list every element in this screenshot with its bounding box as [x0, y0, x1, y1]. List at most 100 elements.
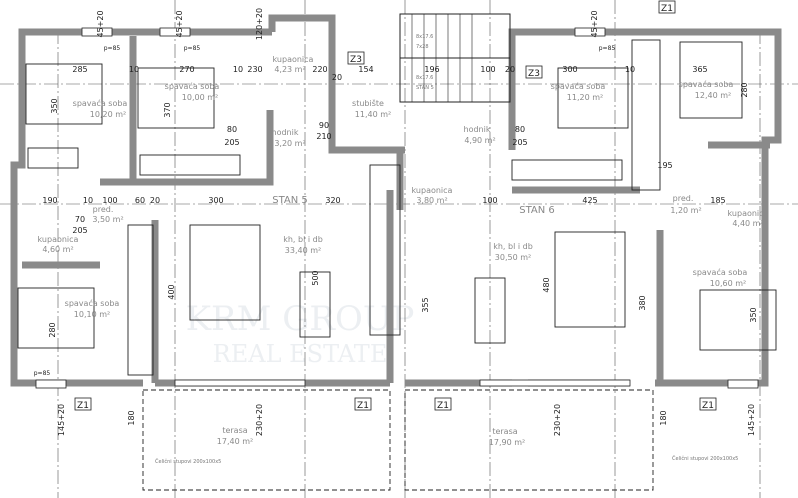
room-name: kupaonica: [728, 209, 769, 218]
room-area: 33,40 m²: [285, 246, 321, 255]
dimension-label: 10: [625, 65, 635, 74]
room-name: spavaća soba: [165, 81, 220, 91]
dimension-label: 45+20: [96, 10, 105, 37]
room-area: 10,60 m²: [710, 279, 746, 288]
section-tag: Z3: [528, 69, 540, 79]
apartment-label-stan-5: STAN 5: [272, 195, 308, 206]
room-area: 10,20 m²: [90, 110, 126, 119]
room-area: 4,23 m²: [274, 65, 305, 74]
dimension-label: 210: [316, 132, 331, 141]
dimension-label: p=85: [184, 45, 201, 52]
section-tag: Z1: [77, 401, 89, 411]
stairwell: [399, 13, 511, 103]
room-labels: spavaća soba 10,20 m² spavaća soba 10,00 m…: [38, 55, 769, 447]
dimension-label: 100: [102, 196, 117, 205]
dimension-label: 145+20: [747, 404, 756, 436]
windows: [35, 27, 759, 389]
dimension-label: p=85: [34, 370, 51, 377]
room-name: pred.: [673, 194, 694, 203]
dimension-label: 350: [749, 307, 758, 322]
room-area: 12,40 m²: [695, 91, 731, 100]
dimension-label: 10: [233, 65, 243, 74]
dimension-label: 120+20: [255, 8, 264, 40]
room-name: spavaća soba: [65, 298, 120, 308]
dimension-label: 205: [72, 226, 87, 235]
section-tag: Z1: [702, 401, 714, 411]
dimension-label: 100: [482, 196, 497, 205]
dimension-label: STAN 5: [416, 85, 434, 91]
dimension-label: 70: [75, 215, 85, 224]
room-name: kupaonica: [273, 55, 314, 64]
dimension-label: 280: [48, 322, 57, 337]
dimension-label: 60: [135, 196, 145, 205]
room-area: 30,50 m²: [495, 253, 531, 262]
room-name: terasa: [222, 426, 247, 435]
steel-columns-note: Čelični stupovi 200x100x5: [155, 458, 221, 465]
dimension-label: 8x17.6: [416, 34, 433, 40]
furniture: [17, 39, 777, 491]
walls: [10, 14, 782, 387]
dimension-labels: 285 10 270 10 230 220 20 154 196 100 20 …: [34, 8, 758, 436]
dimension-label: 480: [542, 277, 551, 292]
dimension-label: 380: [638, 295, 647, 310]
dimension-label: 20: [505, 65, 515, 74]
room-area: 17,90 m²: [489, 438, 525, 447]
dimension-label: 230+20: [553, 404, 562, 436]
room-area: 4,90 m²: [464, 136, 495, 145]
dimension-label: 205: [512, 138, 527, 147]
dimension-label: 300: [562, 65, 577, 74]
dimension-label: 400: [167, 284, 176, 299]
dimension-label: 500: [311, 270, 320, 285]
room-name: kh, bl i db: [493, 242, 533, 251]
room-name: spavaća soba: [693, 267, 748, 277]
room-name: kh, bl i db: [283, 235, 323, 244]
dimension-label: 196: [424, 65, 439, 74]
room-name: kupaonica: [412, 186, 453, 195]
dimension-label: 300: [208, 196, 223, 205]
room-area: 11,20 m²: [567, 93, 603, 102]
dimension-label: 355: [421, 297, 430, 312]
room-name: spavaća soba: [551, 81, 606, 91]
room-area: 3,80 m²: [416, 196, 447, 205]
room-name: hodnik: [272, 128, 299, 137]
dimension-label: 370: [163, 102, 172, 117]
section-tag: Z3: [350, 55, 362, 65]
dimension-label: 180: [659, 410, 668, 425]
dimension-label: 45+20: [590, 10, 599, 37]
room-area: 4,40 m²: [732, 219, 763, 228]
dimension-label: 145+20: [57, 404, 66, 436]
apartment-label-stan-6: STAN 6: [519, 205, 555, 216]
dimension-label: 7x28: [416, 44, 429, 50]
steel-columns-note: Čelični stupovi 200x100x5: [672, 455, 738, 462]
dimension-label: 10: [83, 196, 93, 205]
room-area: 10,00 m²: [182, 93, 218, 102]
dimension-label: 230: [247, 65, 262, 74]
room-name: spavaća soba: [679, 79, 734, 89]
dimension-label: 365: [692, 65, 707, 74]
section-tags: Z1 Z1 Z1 Z1 Z1 Z3 Z3: [74, 0, 717, 411]
dimension-label: 45+20: [175, 10, 184, 37]
room-area: 1,20 m²: [670, 206, 701, 215]
room-area: 10,10 m²: [74, 310, 110, 319]
watermark-sub: REAL ESTATE: [213, 340, 388, 368]
dimension-label: 8x17.6: [416, 75, 433, 81]
room-area: 4,60 m²: [42, 245, 73, 254]
dimension-label: 154: [358, 65, 373, 74]
room-name: spavaća soba: [73, 98, 128, 108]
dimension-label: 10: [129, 65, 139, 74]
room-name: terasa: [492, 427, 517, 436]
dimension-label: 195: [657, 161, 672, 170]
dimension-label: 230+20: [255, 404, 264, 436]
dimension-label: 320: [325, 196, 340, 205]
room-area: 11,40 m²: [355, 110, 391, 119]
dimension-label: 80: [515, 125, 525, 134]
dimension-label: 180: [127, 410, 136, 425]
dimension-label: 190: [42, 196, 57, 205]
section-tag: Z1: [437, 401, 449, 411]
dimension-label: p=85: [599, 45, 616, 52]
dimension-label: 285: [72, 65, 87, 74]
dimension-label: 80: [227, 125, 237, 134]
dimension-label: 425: [582, 196, 597, 205]
room-name: kupaonica: [38, 235, 79, 244]
